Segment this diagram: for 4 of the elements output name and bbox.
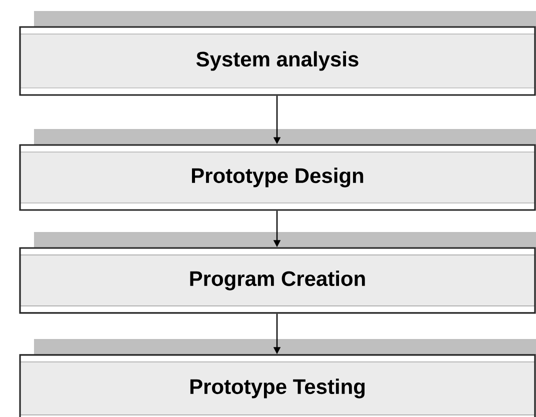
process-box: System analysis [19,11,536,96]
process-box: Prototype Testing [19,338,536,417]
process-box: Prototype Design [19,129,536,211]
process-box: Program Creation [19,232,536,314]
